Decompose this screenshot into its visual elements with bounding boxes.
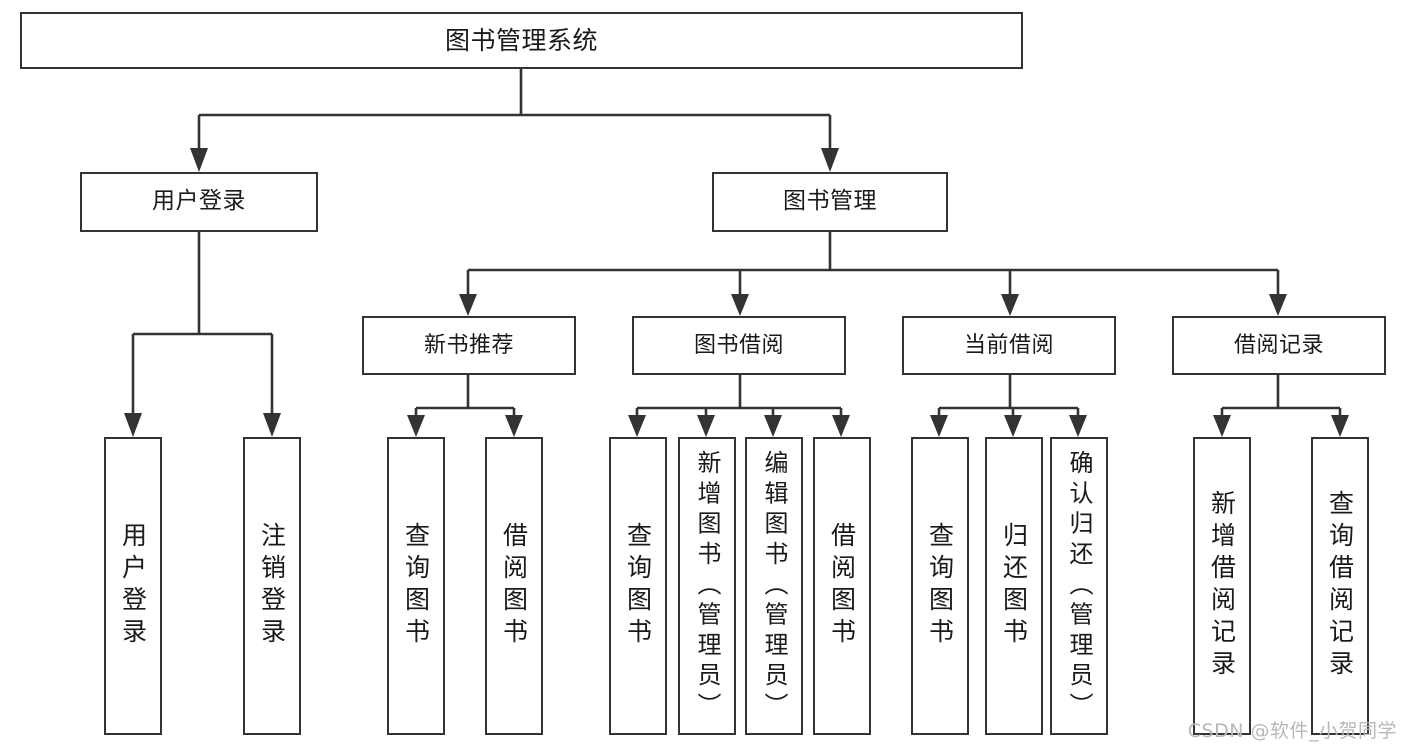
connector-books-to-level3 xyxy=(459,232,1287,316)
leaf-edit-book-admin-label: 编辑图书（管理员） xyxy=(760,449,788,723)
node-current-borrow-label: 当前借阅 xyxy=(963,332,1054,358)
connector-newbooks-to-leaves xyxy=(407,375,523,437)
node-borrow-records[interactable]: 借阅记录 xyxy=(1172,316,1386,375)
node-new-book-recommend-label: 新书推荐 xyxy=(423,332,514,358)
leaf-return-books[interactable]: 归还图书 xyxy=(985,437,1043,735)
connector-root-to-level2 xyxy=(190,69,839,172)
leaf-add-borrow-record[interactable]: 新增借阅记录 xyxy=(1193,437,1251,735)
leaf-add-book-admin-label: 新增图书（管理员） xyxy=(693,449,721,723)
leaf-confirm-return-admin[interactable]: 确认归还（管理员） xyxy=(1050,437,1108,735)
node-user-login[interactable]: 用户登录 xyxy=(80,172,318,232)
leaf-add-borrow-record-label: 新增借阅记录 xyxy=(1207,490,1237,682)
node-book-borrow[interactable]: 图书借阅 xyxy=(632,316,846,375)
leaf-logout-label: 注销登录 xyxy=(257,522,287,650)
leaf-query-books-current-label: 查询图书 xyxy=(925,522,955,650)
connector-borrow-to-leaves xyxy=(628,375,850,437)
leaf-user-login[interactable]: 用户登录 xyxy=(104,437,162,735)
node-current-borrow[interactable]: 当前借阅 xyxy=(902,316,1116,375)
csdn-watermark: CSDN @软件_小贺同学 xyxy=(1187,720,1397,742)
leaf-logout[interactable]: 注销登录 xyxy=(243,437,301,735)
connector-records-to-leaves xyxy=(1213,375,1349,437)
connector-login-to-leaves xyxy=(124,232,281,437)
leaf-borrow-books-label: 借阅图书 xyxy=(827,522,857,650)
leaf-user-login-label: 用户登录 xyxy=(118,522,148,650)
leaf-query-books-new[interactable]: 查询图书 xyxy=(387,437,445,735)
leaf-query-books-borrow-label: 查询图书 xyxy=(623,522,653,650)
leaf-add-book-admin[interactable]: 新增图书（管理员） xyxy=(678,437,736,735)
node-book-management-label: 图书管理 xyxy=(783,188,877,215)
leaf-edit-book-admin[interactable]: 编辑图书（管理员） xyxy=(745,437,803,735)
leaf-query-borrow-record-label: 查询借阅记录 xyxy=(1325,490,1355,682)
node-book-borrow-label: 图书借阅 xyxy=(693,332,784,358)
leaf-confirm-return-admin-label: 确认归还（管理员） xyxy=(1065,449,1093,723)
leaf-query-books-current[interactable]: 查询图书 xyxy=(911,437,969,735)
leaf-borrow-books-new[interactable]: 借阅图书 xyxy=(485,437,543,735)
leaf-query-books-borrow[interactable]: 查询图书 xyxy=(609,437,667,735)
leaf-query-borrow-record[interactable]: 查询借阅记录 xyxy=(1311,437,1369,735)
leaf-query-books-new-label: 查询图书 xyxy=(401,522,431,650)
node-book-management[interactable]: 图书管理 xyxy=(712,172,948,232)
node-root[interactable]: 图书管理系统 xyxy=(20,12,1023,69)
leaf-return-books-label: 归还图书 xyxy=(999,522,1029,650)
node-borrow-records-label: 借阅记录 xyxy=(1233,332,1324,358)
node-new-book-recommend[interactable]: 新书推荐 xyxy=(362,316,576,375)
leaf-borrow-books-new-label: 借阅图书 xyxy=(499,522,529,650)
leaf-borrow-books[interactable]: 借阅图书 xyxy=(813,437,871,735)
node-root-label: 图书管理系统 xyxy=(444,25,598,55)
connector-current-to-leaves xyxy=(930,375,1087,437)
node-user-login-label: 用户登录 xyxy=(152,188,246,215)
